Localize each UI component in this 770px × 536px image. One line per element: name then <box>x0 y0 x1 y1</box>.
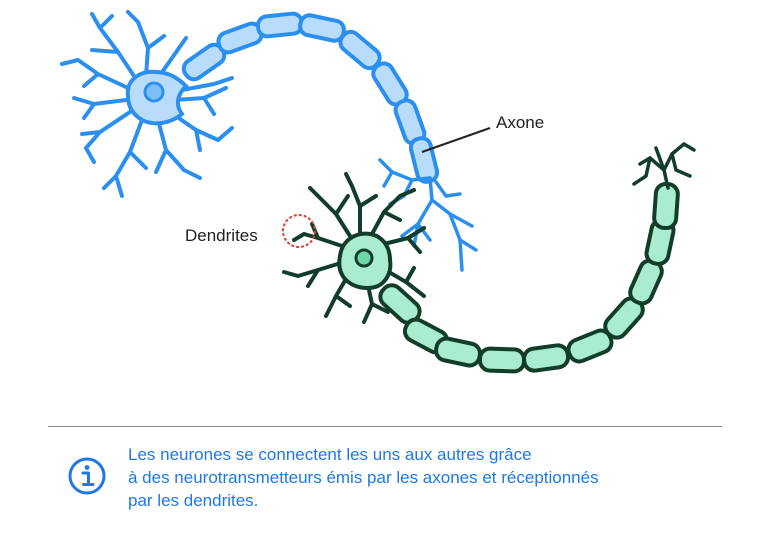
info-line: à des neurotransmetteurs émis par les ax… <box>128 468 599 487</box>
dendrite-highlight-circle <box>282 214 316 248</box>
axone-pointer-line <box>421 127 491 153</box>
green-neuron-axon <box>378 181 680 374</box>
blue-neuron-nucleus <box>143 81 165 103</box>
green-neuron <box>282 142 696 374</box>
neuron-diagram <box>60 10 696 374</box>
green-neuron-nucleus <box>354 248 374 268</box>
blue-neuron <box>60 10 478 272</box>
info-line: Les neurones se connectent les uns aux a… <box>128 445 532 464</box>
info-icon <box>68 457 106 495</box>
blue-neuron-axon <box>181 11 440 184</box>
green-neuron-axon-terminals <box>632 142 696 190</box>
divider <box>48 426 722 427</box>
dendrites-label: Dendrites <box>185 226 258 245</box>
info-text: Les neurones se connectent les uns aux a… <box>128 443 748 512</box>
info-line: par les dendrites. <box>128 491 259 510</box>
axone-label: Axone <box>496 113 545 132</box>
blue-neuron-dendrites <box>60 10 234 198</box>
